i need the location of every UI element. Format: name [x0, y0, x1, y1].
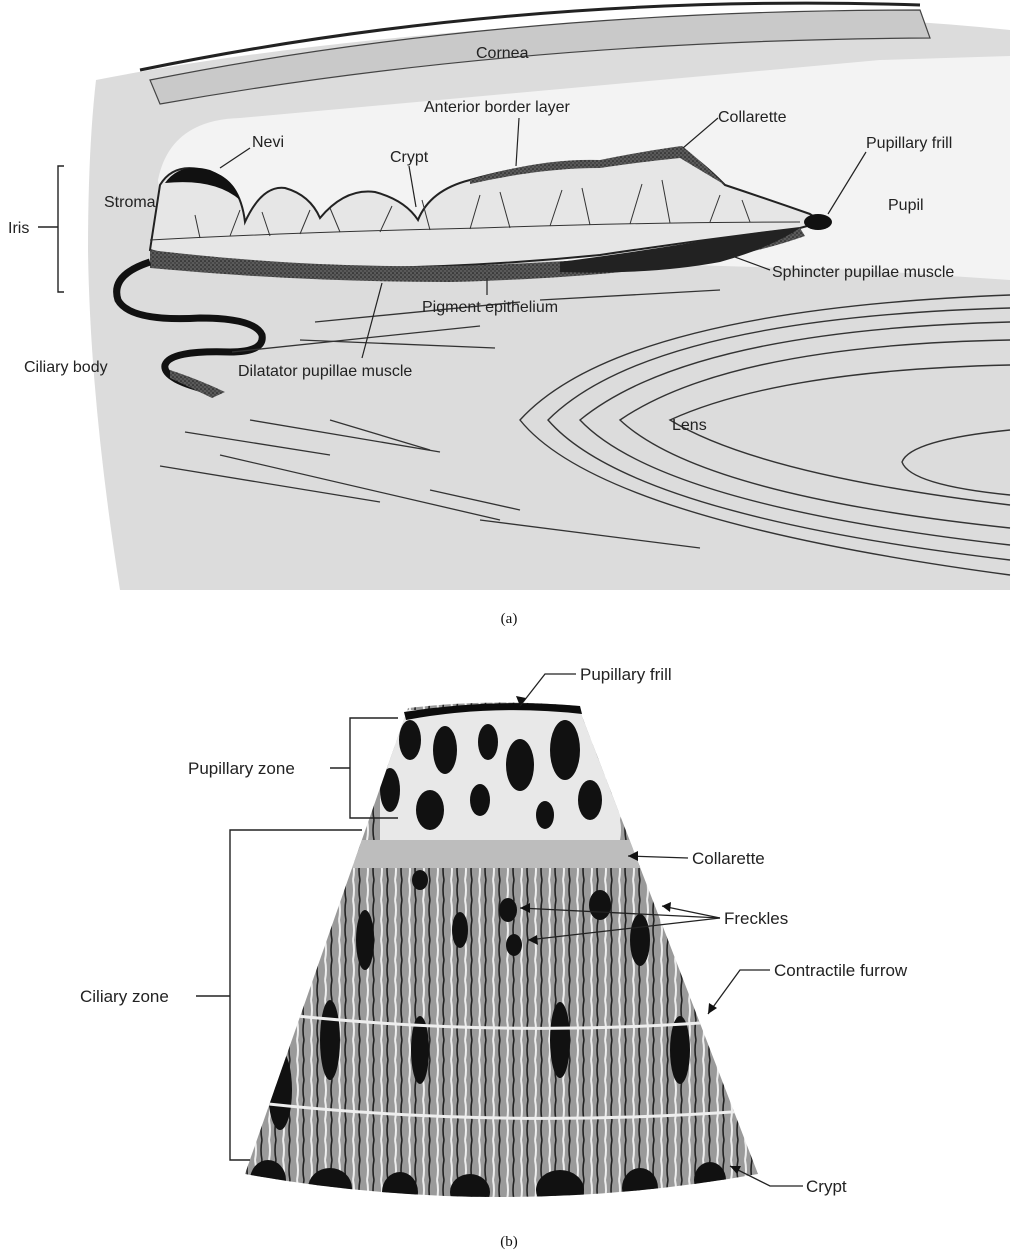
label-dilatator-pupillae-muscle: Dilatator pupillae muscle	[238, 363, 412, 380]
label-pupillary-frill-b: Pupillary frill	[580, 665, 672, 684]
caption-a: (a)	[0, 611, 1018, 628]
label-pupil: Pupil	[888, 197, 924, 214]
caption-b: (b)	[0, 1234, 1018, 1251]
label-nevi: Nevi	[252, 134, 284, 151]
iris-bracket	[38, 166, 64, 292]
label-iris: Iris	[8, 220, 29, 237]
label-sphincter-pupillae-muscle: Sphincter pupillae muscle	[772, 264, 954, 281]
iris-cross-section-diagram: Cornea Anterior border layer Collarette …	[0, 0, 1018, 600]
panel-a-iris-cross-section: Cornea Anterior border layer Collarette …	[0, 0, 1018, 600]
label-cornea: Cornea	[476, 45, 529, 62]
label-lens: Lens	[672, 417, 707, 434]
label-collarette: Collarette	[718, 109, 787, 126]
label-ciliary-zone: Ciliary zone	[80, 987, 169, 1006]
label-crypt: Crypt	[390, 149, 429, 166]
label-pigment-epithelium: Pigment epithelium	[422, 299, 558, 316]
label-freckles: Freckles	[724, 909, 788, 928]
label-pupillary-frill: Pupillary frill	[866, 135, 952, 152]
panel-b-iris-surface: Pupillary frill Pupillary zone Collarett…	[0, 640, 1018, 1230]
iris-surface-diagram: Pupillary frill Pupillary zone Collarett…	[0, 640, 1018, 1230]
pupillary-frill-tip	[804, 214, 832, 230]
label-ciliary-body: Ciliary body	[24, 359, 108, 376]
label-anterior-border-layer: Anterior border layer	[424, 99, 571, 116]
label-pupillary-zone: Pupillary zone	[188, 759, 295, 778]
label-contractile-furrow: Contractile furrow	[774, 961, 908, 980]
label-crypt-b: Crypt	[806, 1177, 847, 1196]
label-stroma: Stroma	[104, 194, 156, 211]
label-collarette-b: Collarette	[692, 849, 765, 868]
collarette-band	[300, 840, 720, 868]
